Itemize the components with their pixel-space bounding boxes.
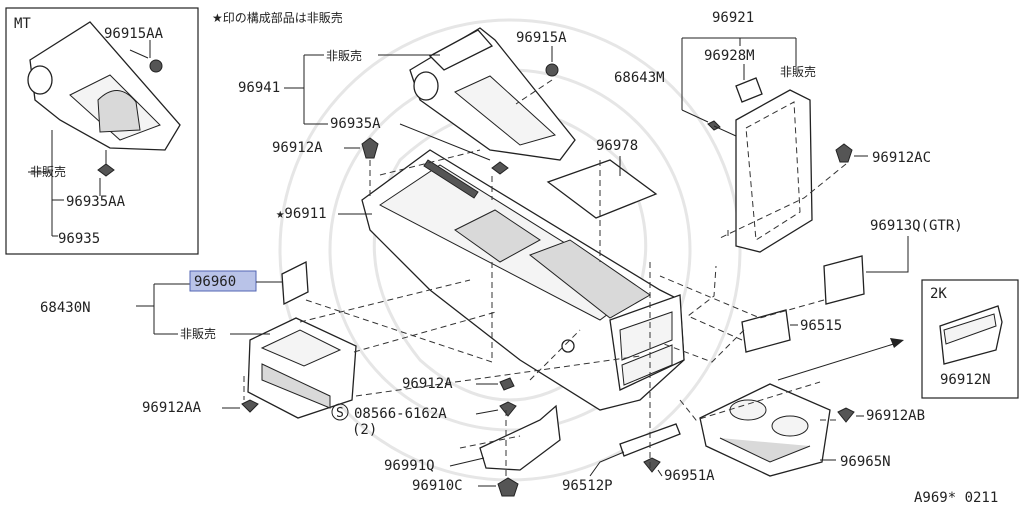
label-96935A: 96935A (330, 116, 381, 132)
nut-96910C-icon (497, 477, 519, 497)
tray-96515 (741, 309, 791, 353)
screw-08566-icon (499, 401, 517, 417)
label-68643M: 68643M (614, 70, 665, 86)
label-96928M: 96928M (704, 48, 755, 64)
label-08566-6162A: 08566-6162A (354, 406, 447, 422)
clip-96951A-icon (643, 457, 661, 473)
armrest-lid (735, 89, 813, 253)
label-68430N: 68430N (40, 300, 91, 316)
screw-96912A-icon (499, 377, 515, 391)
armrest-latch-icon (707, 120, 721, 131)
armrest-assembly (707, 77, 813, 253)
label-not-sold-3: 非販売 (180, 326, 216, 341)
highlight-96960[interactable] (189, 270, 257, 292)
box-assembly-68430N (247, 317, 357, 419)
label-96913Q: 96913Q(GTR) (870, 218, 963, 234)
clip-96912AA-icon (241, 399, 259, 413)
2k-inset: 2K 96912N (921, 279, 1019, 399)
2k-inset-frame (921, 279, 1019, 399)
label-not-sold-2: 非販売 (780, 64, 816, 79)
mt-cup-ring (27, 65, 53, 95)
label-96978: 96978 (596, 138, 638, 154)
label-96935: 96935 (58, 231, 100, 247)
mt-inset: MT 96915AA 非販売 96935AA 96935 (5, 7, 199, 255)
screw-96915A-icon (545, 63, 559, 77)
armrest-hinge-96928M (735, 77, 763, 103)
label-not-sold-1: 非販売 (326, 48, 362, 63)
diagram-code: A969* 0211 (914, 490, 998, 506)
lid-mat-96978 (546, 159, 658, 219)
label-screw-s: S (336, 406, 344, 421)
arrow-head-icon (890, 338, 904, 348)
label-96941: 96941 (238, 80, 280, 96)
panel-96512P (619, 423, 681, 457)
label-96935AA: 96935AA (66, 194, 126, 210)
arrow-to-2k (777, 341, 901, 381)
mt-clip-icon (97, 163, 115, 177)
label-96911: ★96911 (276, 206, 327, 222)
mt-screw-icon (149, 59, 163, 73)
base-unit-96965N (699, 383, 831, 477)
label-96515: 96515 (800, 318, 842, 334)
label-qty-2: (2) (352, 422, 377, 438)
header-note: ★印の構成部品は非販売 (212, 10, 343, 25)
callouts: 非販売 96941 96935A 96915A 96912A 96978 ★96… (40, 10, 963, 494)
shifter-trim-opening (454, 75, 557, 146)
label-96921: 96921 (712, 10, 754, 26)
label-96912A-top: 96912A (272, 140, 323, 156)
label-96915A: 96915A (516, 30, 567, 46)
bracket-96991Q (479, 404, 561, 471)
base-unit-body (699, 383, 831, 477)
label-96991Q: 96991Q (384, 458, 435, 474)
mt-inset-frame (5, 7, 199, 255)
clip-96912A-top-icon (361, 137, 379, 159)
label-96915AA: 96915AA (104, 26, 164, 42)
center-console (361, 149, 685, 411)
console-shifter-slot (423, 159, 479, 199)
tray-96913Q (823, 255, 865, 305)
label-96951A: 96951A (664, 468, 715, 484)
label-96912AB: 96912AB (866, 408, 925, 424)
2k-inset-title: 2K (930, 286, 947, 302)
label-96912N: 96912N (940, 372, 991, 388)
shifter-trim-part (409, 27, 576, 161)
label-96912AA: 96912AA (142, 400, 202, 416)
label-96910C: 96910C (412, 478, 463, 494)
assembly-guides (243, 79, 847, 476)
label-96912AC: 96912AC (872, 150, 931, 166)
fasteners (241, 63, 855, 497)
label-96912A: 96912A (402, 376, 453, 392)
clip-96912AC-icon (835, 143, 853, 163)
clip-96935A-icon (491, 161, 509, 175)
label-96965N: 96965N (840, 454, 891, 470)
console-cup-opening (454, 209, 541, 263)
mt-inset-title: MT (14, 16, 31, 32)
screw-symbol-icon (331, 403, 349, 421)
clip-96912AB-icon (837, 407, 855, 423)
label-96512P: 96512P (562, 478, 613, 494)
lid-96960 (281, 260, 309, 306)
label-96960[interactable]: 96960 (194, 274, 236, 290)
mt-shift-boot (97, 90, 141, 133)
